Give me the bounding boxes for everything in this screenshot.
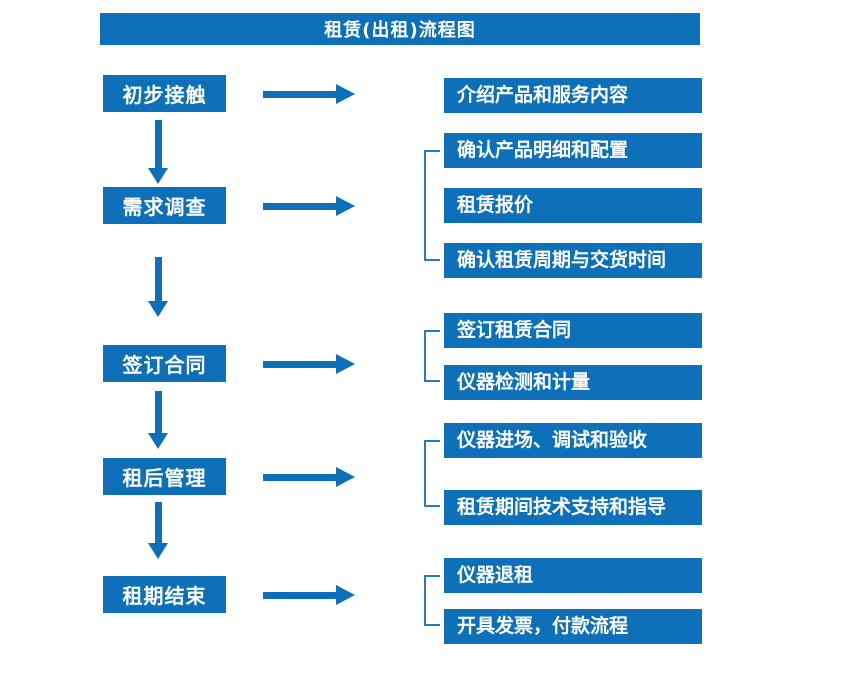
right-arrow-shaft	[263, 360, 336, 368]
step-label: 租后管理	[122, 466, 207, 490]
right-arrow-head	[336, 354, 355, 374]
down-arrow-icon	[148, 391, 168, 449]
right-arrow-shaft	[263, 473, 336, 481]
group-bracket-rental-end	[424, 575, 440, 626]
down-arrow-head	[148, 543, 168, 559]
step-label: 签订合同	[122, 353, 207, 377]
right-arrow-icon	[263, 84, 355, 104]
output-box-introduce-products-services: 介绍产品和服务内容	[444, 78, 702, 113]
right-arrow-head	[336, 585, 355, 605]
output-box-rental-quote: 租赁报价	[444, 188, 702, 223]
right-arrow-icon	[263, 585, 355, 605]
down-arrow-icon	[148, 502, 168, 559]
down-arrow-shaft	[154, 391, 162, 433]
output-box-technical-support-guidance: 租赁期间技术支持和指导	[444, 490, 702, 525]
page-title: 租赁(出租)流程图	[100, 13, 700, 45]
output-box-instrument-inspection-metering: 仪器检测和计量	[444, 365, 702, 400]
step-box-post-rental-management: 租后管理	[103, 458, 226, 495]
group-bracket-sign-contract	[424, 330, 440, 382]
down-arrow-shaft	[154, 120, 162, 168]
output-box-confirm-rental-period-delivery: 确认租赁周期与交货时间	[444, 243, 702, 278]
group-bracket-demand-survey	[424, 150, 440, 261]
right-arrow-shaft	[263, 202, 336, 210]
down-arrow-icon	[148, 120, 168, 184]
right-arrow-shaft	[263, 90, 336, 98]
step-box-demand-survey: 需求调查	[103, 187, 226, 224]
step-label: 需求调查	[122, 195, 207, 219]
output-box-confirm-product-details: 确认产品明细和配置	[444, 133, 702, 168]
down-arrow-shaft	[154, 257, 162, 301]
right-arrow-icon	[263, 354, 355, 374]
right-arrow-head	[336, 84, 355, 104]
down-arrow-shaft	[154, 502, 162, 543]
output-box-invoice-payment-process: 开具发票，付款流程	[444, 609, 702, 644]
output-box-instrument-entry-commissioning: 仪器进场、调试和验收	[444, 423, 702, 458]
down-arrow-head	[148, 433, 168, 449]
step-label: 初步接触	[122, 83, 207, 107]
right-arrow-head	[336, 196, 355, 216]
step-label: 租期结束	[122, 584, 207, 608]
step-box-initial-contact: 初步接触	[103, 75, 226, 112]
right-arrow-icon	[263, 196, 355, 216]
output-box-sign-rental-contract: 签订租赁合同	[444, 313, 702, 348]
right-arrow-icon	[263, 467, 355, 487]
step-box-rental-end: 租期结束	[103, 576, 226, 613]
output-box-instrument-return: 仪器退租	[444, 558, 702, 593]
group-bracket-post-rental-management	[424, 440, 440, 507]
right-arrow-shaft	[263, 591, 336, 599]
right-arrow-head	[336, 467, 355, 487]
down-arrow-head	[148, 301, 168, 317]
step-box-sign-contract: 签订合同	[103, 345, 226, 382]
down-arrow-head	[148, 168, 168, 184]
down-arrow-icon	[148, 257, 168, 317]
page-title-text: 租赁(出租)流程图	[324, 20, 476, 41]
